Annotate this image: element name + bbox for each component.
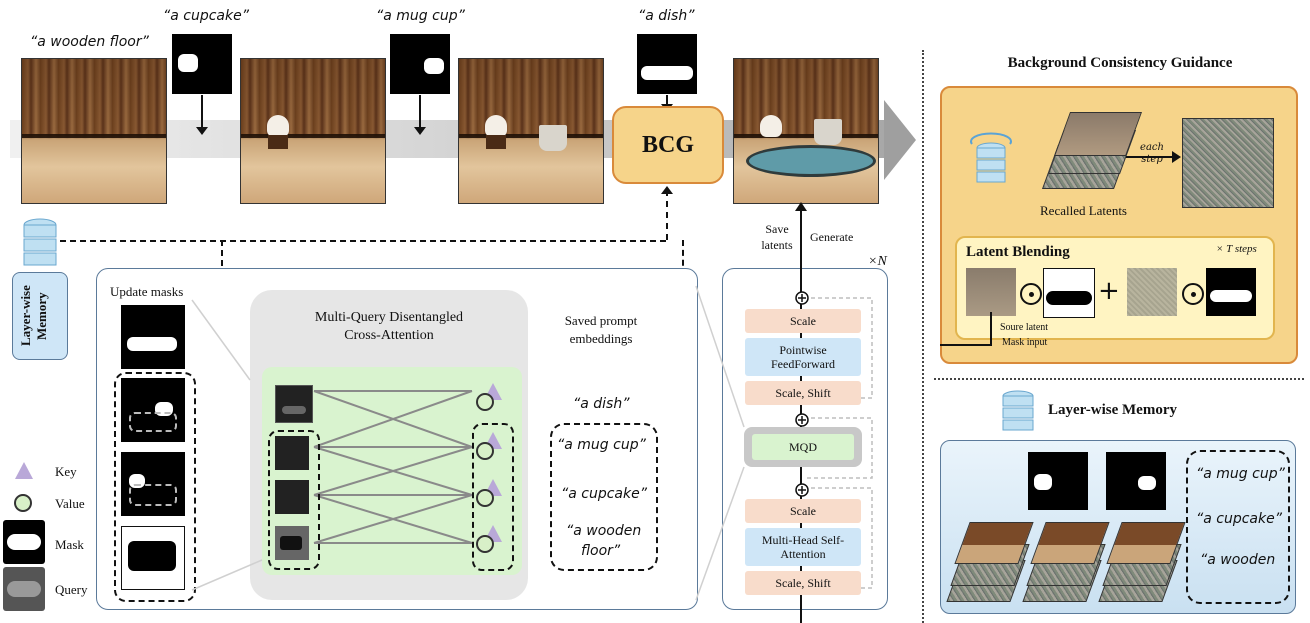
recalled-latent-output [1182,118,1274,208]
legend-query-label: Query [55,582,88,597]
plus-sign: + [1098,276,1120,306]
memory-prompt-group [1186,450,1290,604]
source-latent-label: Soure latent [1000,322,1049,333]
block-mqd: MQD [752,434,854,460]
memory-mask-2 [1106,452,1166,510]
times-n-label: ×N [868,254,887,269]
inverse-mask [1043,268,1095,318]
blend-mask [1206,268,1256,316]
memory-prompt-wooden: “a wooden [1200,552,1276,568]
query-thumb-1 [275,385,313,423]
cupcake-mask [172,34,232,94]
panel-divider [922,50,924,623]
saved-prompt-mug: “a mug cup” [557,437,646,453]
prompt-dish: “a dish” [638,8,695,24]
pipeline-arrowhead [884,100,916,180]
attention-connections [313,390,473,544]
scene-image-4 [733,58,879,204]
update-mask-group [114,372,196,602]
legend-mask-icon [3,520,45,564]
saved-prompt-group [550,423,658,571]
query-group [268,430,320,570]
block-scale-shift-top: Scale, Shift [745,381,861,405]
update-mask-4 [121,526,185,590]
memory-side-label: Layer-wise Memory [12,272,68,360]
panel-divider-h [934,378,1304,380]
legend-mask-label: Mask [55,537,84,552]
block-scale-top: Scale [745,309,861,333]
memory-panel-db-icon [1000,390,1036,434]
database-icon [22,218,58,268]
value-icon [476,489,494,507]
bcg-label: BCG [641,131,694,158]
memory-panel-title: Layer-wise Memory [1048,402,1177,418]
query-thumb-3 [275,480,309,514]
arrow-dish [666,95,668,107]
legend-value-label: Value [55,496,85,511]
value-icon [476,393,494,411]
arrow-mug [419,95,421,129]
update-mask-1 [121,305,185,369]
query-thumb-2 [275,436,309,470]
memory-mask-1 [1028,452,1088,510]
each-step-label: each step [1140,142,1164,165]
save-latents-label: Save latents [761,222,793,252]
odot-1 [1020,283,1042,305]
mug-mask [390,34,450,94]
recalled-latents-label: Recalled Latents [1040,203,1127,218]
legend-key-label: Key [55,464,77,479]
dish-object [746,145,876,177]
generate-label: Generate [810,230,854,244]
block-scale-bottom: Scale [745,499,861,523]
key-value-group [472,423,514,571]
memory-prompt-mug: “a mug cup” [1196,466,1285,482]
mug-object [539,125,567,151]
saved-prompts-title: Saved prompt embeddings [564,313,638,346]
recalled-noise-thumb [1127,268,1177,316]
bcg-box: BCG [612,106,724,184]
prompt-cupcake: “a cupcake” [163,8,249,24]
scene-image-2 [240,58,386,204]
dish-mask [637,34,697,94]
legend-value-icon [14,494,32,512]
update-mask-2 [121,378,185,442]
prompt-mug: “a mug cup” [376,8,465,24]
t-steps-label: × T steps [1216,243,1257,255]
source-latent-thumb [966,268,1016,316]
bcg-panel-title: Background Consistency Guidance [1007,55,1233,71]
saved-prompt-dish: “a dish” [573,396,630,412]
block-mhsa: Multi-Head Self-Attention [745,528,861,566]
block-scale-shift-bottom: Scale, Shift [745,571,861,595]
scene-image-3 [458,58,604,204]
saved-prompt-floor: floor” [581,543,621,559]
value-icon [476,442,494,460]
cupcake-object [267,115,289,137]
block-ffn: Pointwise FeedForward [745,338,861,376]
value-icon [476,535,494,553]
saved-prompt-wooden: “a wooden [566,523,642,539]
dashed-memory-to-bcg [60,240,666,242]
recall-database-icon [968,130,1014,186]
update-masks-title: Update masks [110,284,184,299]
scene-image-1 [21,58,167,204]
generate-arrow [800,208,802,268]
latent-blending-title: Latent Blending [966,244,1070,260]
mqd-title: Multi-Query Disentangled Cross-Attention [314,310,464,343]
residual-connections [795,291,873,589]
odot-2 [1182,283,1204,305]
legend-query-icon [3,567,45,611]
legend-key-icon [15,462,33,479]
arrow-cupcake [201,95,203,129]
query-thumb-4 [275,526,309,560]
update-mask-3 [121,452,185,516]
prompt-floor: “a wooden floor” [30,34,149,50]
memory-prompt-cupcake: “a cupcake” [1196,511,1282,527]
saved-prompt-cupcake: “a cupcake” [561,486,647,502]
mask-input-label: Mask input [1002,337,1048,348]
